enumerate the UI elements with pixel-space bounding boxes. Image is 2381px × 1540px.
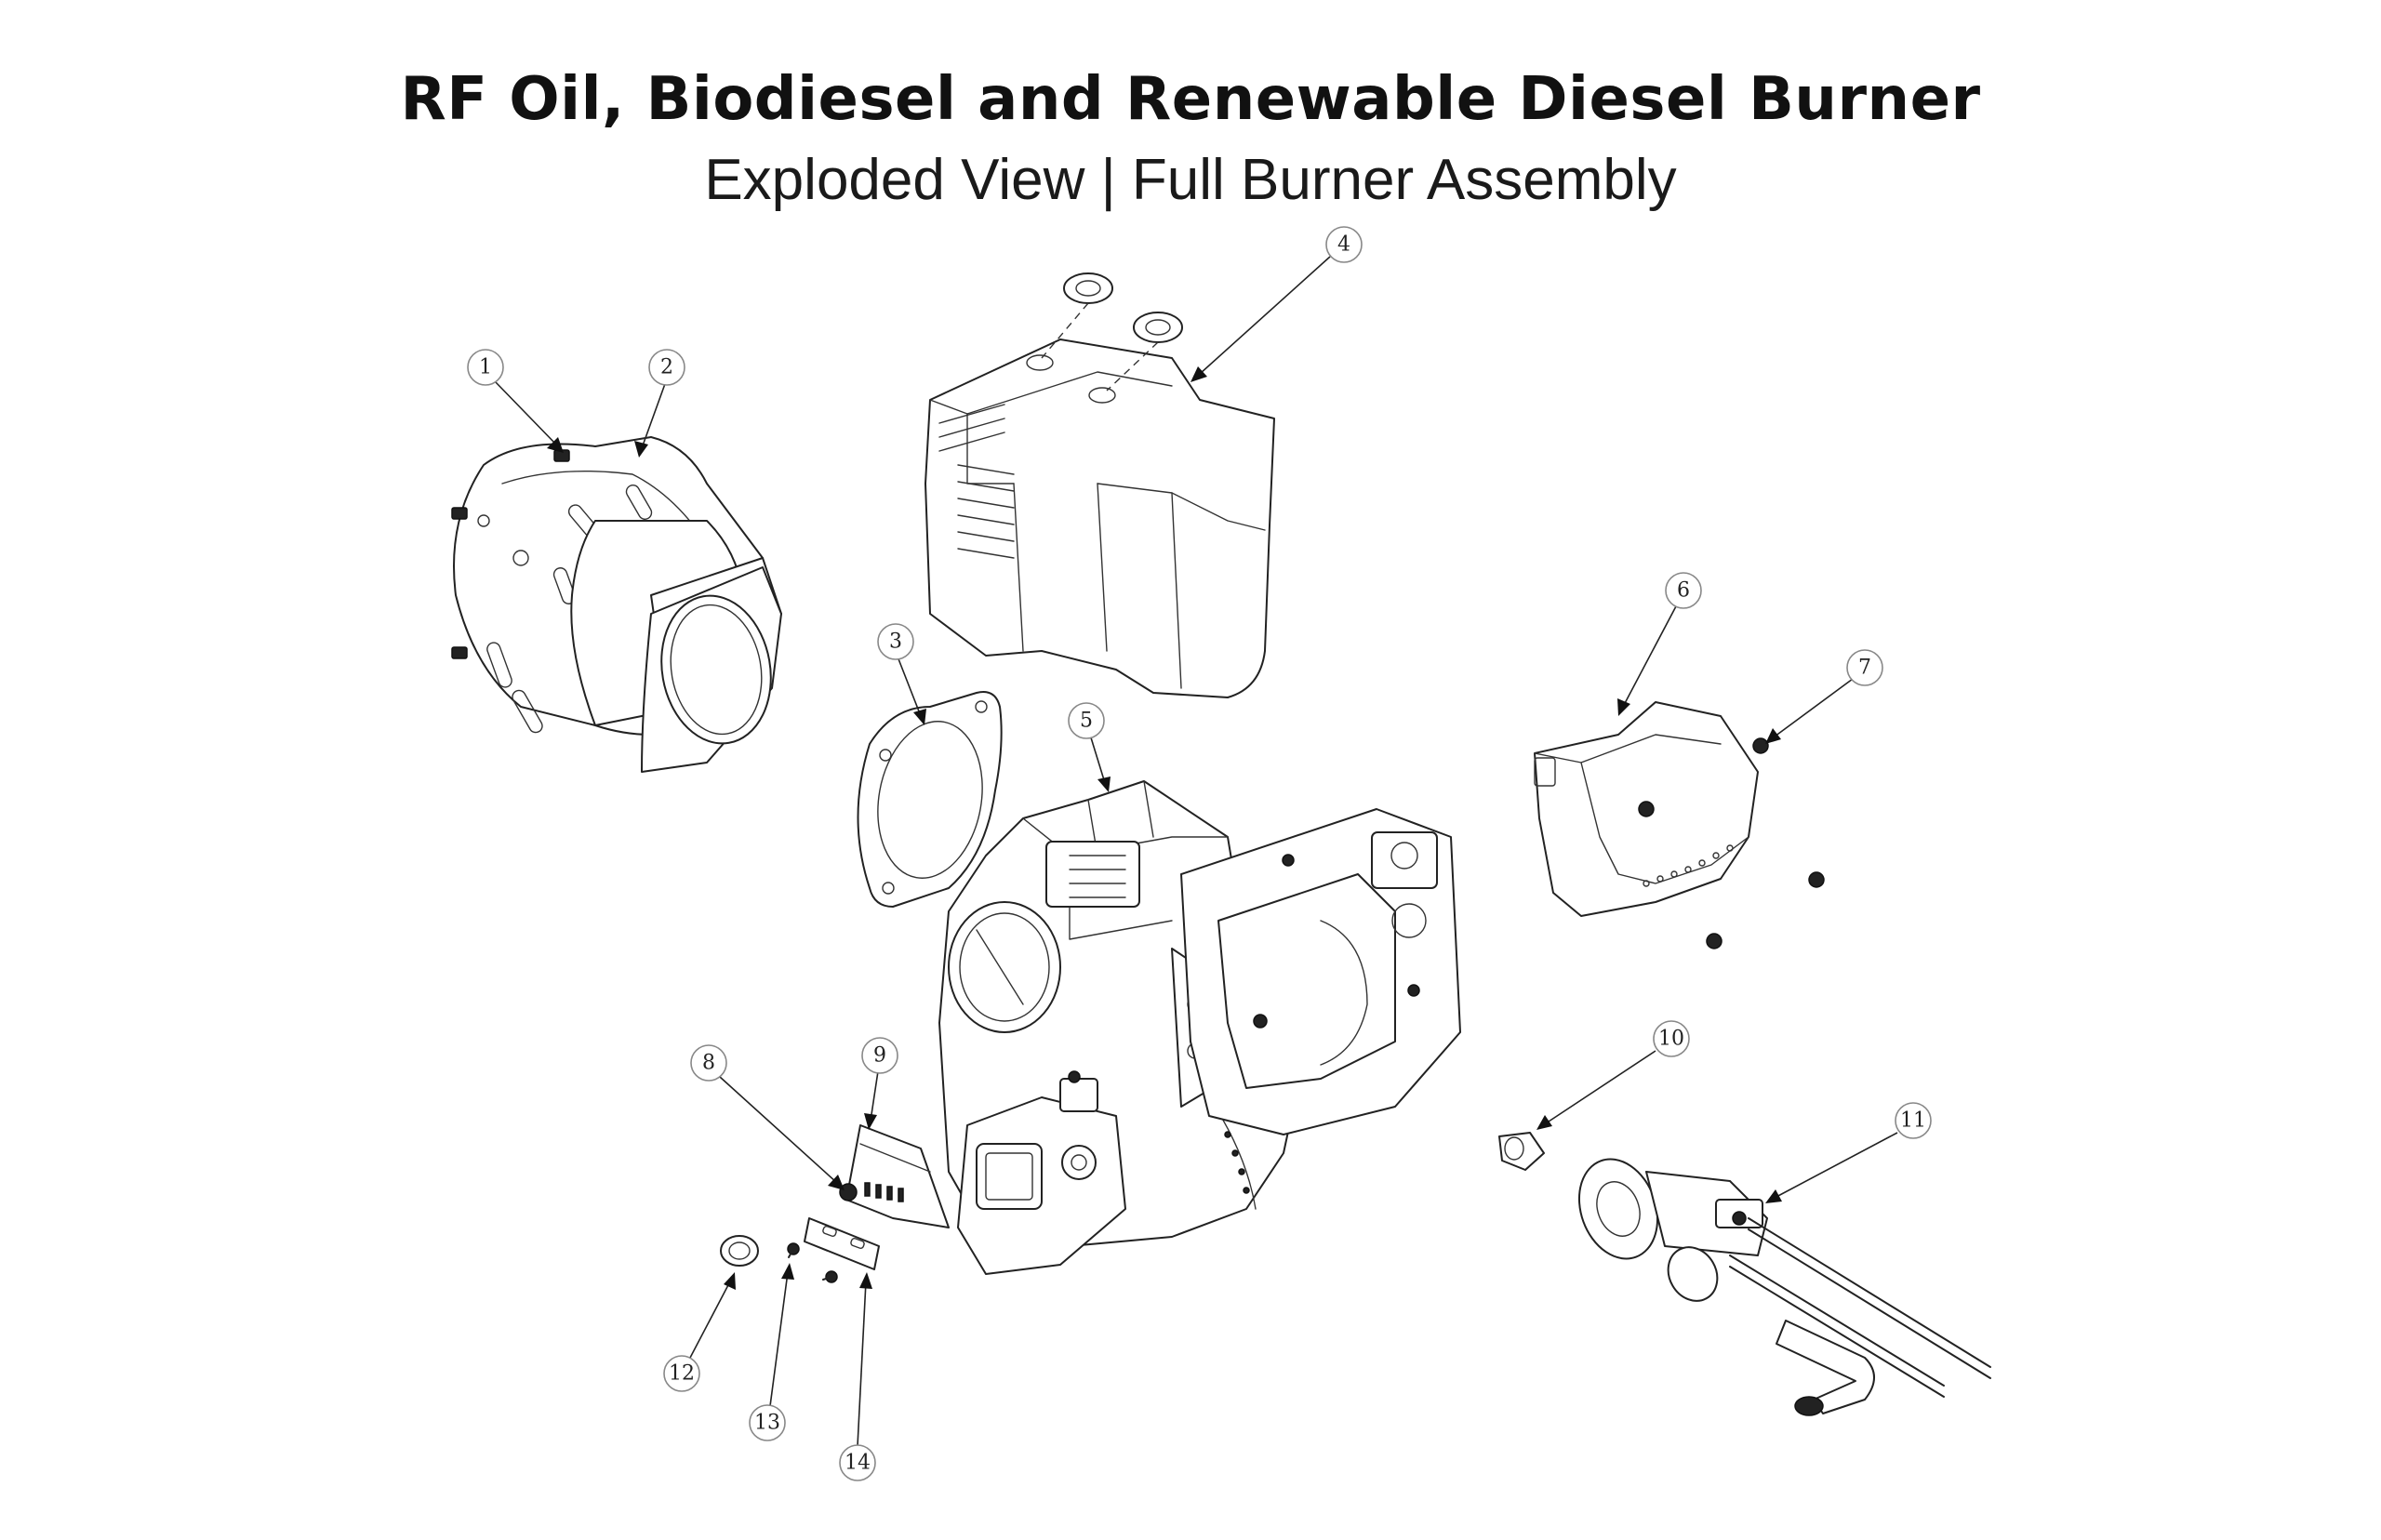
page-subtitle: Exploded View | Full Burner Assembly (704, 148, 1677, 212)
adjustment-bar (804, 1217, 880, 1270)
callout-label-14: 14 (845, 1452, 871, 1475)
nozzle (1498, 1132, 1545, 1171)
callout-label-7: 7 (1858, 657, 1871, 680)
page-title: RF Oil, Biodiesel and Renewable Diesel B… (400, 65, 1981, 134)
callout-3: 3 (877, 623, 926, 725)
control-box-terminals (1643, 844, 1734, 887)
plate-teeth (864, 1182, 904, 1202)
callout-10: 10 (1536, 1020, 1690, 1130)
callout-9: 9 (861, 1037, 898, 1130)
callout-14: 14 (839, 1272, 876, 1481)
callout-label-3: 3 (889, 631, 902, 654)
control-box (1534, 701, 1759, 917)
callout-12: 12 (663, 1272, 736, 1392)
callout-5: 5 (1068, 702, 1111, 792)
callout-label-13: 13 (754, 1412, 780, 1435)
callout-7: 7 (1765, 649, 1883, 744)
callout-label-1: 1 (479, 356, 492, 379)
callout-label-2: 2 (660, 356, 673, 379)
flange-bolts (451, 449, 570, 659)
air-band-plate (845, 1124, 950, 1228)
igniter-mount (1180, 808, 1461, 1135)
plate-screw (839, 1183, 858, 1201)
air-tube (570, 520, 782, 773)
knob (720, 1235, 759, 1267)
callout-13: 13 (749, 1263, 794, 1441)
callout-4: 4 (1190, 226, 1363, 382)
cover-vents (938, 404, 1015, 559)
burner-cover (924, 339, 1275, 698)
gasket (857, 691, 1003, 908)
callout-2: 2 (634, 349, 685, 458)
callout-6: 6 (1617, 572, 1702, 716)
fuel-pump (957, 1070, 1126, 1275)
callout-label-9: 9 (873, 1044, 886, 1068)
title-block: RF Oil, Biodiesel and Renewable Diesel B… (0, 65, 2381, 213)
nozzle-line-assembly (1577, 1158, 1991, 1416)
callout-label-6: 6 (1677, 579, 1690, 603)
cover-grommets (1041, 272, 1183, 392)
callout-label-11: 11 (1900, 1109, 1926, 1133)
callout-label-10: 10 (1658, 1028, 1684, 1051)
control-box-nuts (1706, 737, 1825, 949)
callout-label-4: 4 (1337, 233, 1350, 257)
callout-11: 11 (1765, 1102, 1932, 1203)
callout-8: 8 (690, 1044, 845, 1190)
callout-label-12: 12 (669, 1362, 695, 1386)
small-screws (787, 1242, 838, 1283)
callout-label-8: 8 (702, 1052, 715, 1075)
callout-label-5: 5 (1080, 710, 1093, 733)
callout-1: 1 (467, 349, 564, 453)
housing-air-inlet (948, 901, 1061, 1033)
